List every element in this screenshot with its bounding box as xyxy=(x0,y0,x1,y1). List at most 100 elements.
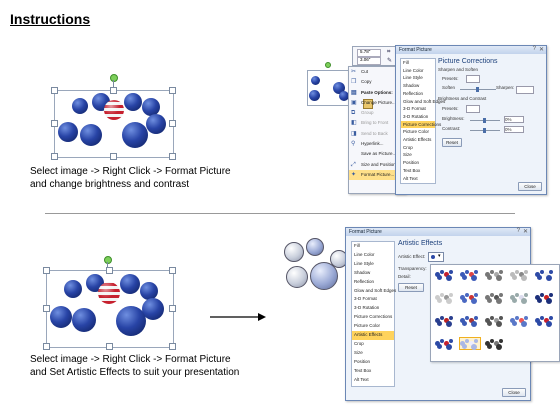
artistic-effect-thumbnail[interactable] xyxy=(459,337,481,350)
category-item[interactable]: Shadow xyxy=(403,83,420,89)
category-item[interactable]: Line Style xyxy=(354,260,374,266)
rotation-handle[interactable] xyxy=(104,256,112,264)
category-item[interactable]: Position xyxy=(354,358,371,364)
category-item[interactable]: Size xyxy=(354,349,363,355)
menu-item-cut[interactable]: ✂Cut xyxy=(349,67,405,77)
category-item[interactable]: Fill xyxy=(354,243,360,248)
category-item[interactable]: Shadow xyxy=(354,269,371,275)
presets-dropdown-2[interactable] xyxy=(466,105,480,113)
help-icon[interactable]: ? xyxy=(532,46,536,52)
category-item[interactable]: 3-D Format xyxy=(403,106,426,112)
step1-image[interactable] xyxy=(50,74,176,160)
menu-item-hyperlink[interactable]: ⚲Hyperlink... xyxy=(349,139,405,149)
slider-knob[interactable] xyxy=(483,128,486,133)
slider-knob[interactable] xyxy=(476,87,479,92)
category-item[interactable]: Picture Corrections xyxy=(354,314,393,320)
category-item[interactable]: Crop xyxy=(403,144,413,150)
artistic-effect-thumbnail[interactable] xyxy=(535,292,555,304)
category-item[interactable]: Alt Text xyxy=(403,175,418,181)
artistic-effect-thumbnail[interactable] xyxy=(485,338,505,350)
contrast-value[interactable]: 0% xyxy=(504,126,524,133)
crop-icon[interactable]: ⌗ xyxy=(387,49,391,55)
menu-item-save-as-picture[interactable]: Save as Picture... xyxy=(349,149,405,159)
category-item[interactable]: Position xyxy=(403,160,420,166)
resize-handle-mr[interactable] xyxy=(169,305,176,312)
category-item[interactable]: Line Color xyxy=(354,251,375,257)
close-icon[interactable]: ✕ xyxy=(522,229,528,235)
close-button[interactable]: Close xyxy=(518,182,542,191)
artistic-effect-thumbnail[interactable] xyxy=(535,315,555,327)
category-item[interactable]: Line Color xyxy=(403,67,424,73)
resize-handle-tl[interactable] xyxy=(43,267,50,274)
artistic-effect-thumbnail[interactable] xyxy=(510,269,530,281)
artistic-effect-thumbnail[interactable] xyxy=(460,292,480,304)
step2-image[interactable] xyxy=(42,256,176,350)
category-item[interactable]: Reflection xyxy=(354,278,375,284)
help-icon[interactable]: ? xyxy=(516,228,520,234)
resize-handle-bl[interactable] xyxy=(51,153,58,160)
menu-item-format-picture[interactable]: ✦Format Picture... xyxy=(349,169,405,181)
resize-handle-tm[interactable] xyxy=(110,87,117,94)
category-item[interactable]: Fill xyxy=(403,60,409,65)
menu-item-copy[interactable]: ❐Copy xyxy=(349,77,405,87)
artistic-effect-dropdown[interactable]: ▾ xyxy=(428,252,444,262)
contrast-slider[interactable] xyxy=(470,128,500,133)
presets-dropdown[interactable] xyxy=(466,75,480,83)
category-item[interactable]: Line Style xyxy=(403,75,423,81)
resize-handle-tr[interactable] xyxy=(169,267,176,274)
resize-handle-ml[interactable] xyxy=(43,305,50,312)
artistic-effect-thumbnail[interactable] xyxy=(460,315,480,327)
reset-button[interactable]: Reset xyxy=(398,283,424,292)
resize-handle-bm[interactable] xyxy=(110,153,117,160)
sharpen-slider[interactable] xyxy=(460,87,496,92)
category-item[interactable]: Glow and Soft Edges xyxy=(354,287,397,293)
brightness-slider[interactable] xyxy=(470,118,500,123)
category-item[interactable]: Artistic Effects xyxy=(403,137,432,143)
artistic-effect-thumbnail[interactable] xyxy=(435,269,455,281)
artistic-effect-thumbnail[interactable] xyxy=(435,315,455,327)
slider-knob[interactable] xyxy=(483,118,486,123)
resize-handle-br[interactable] xyxy=(169,153,176,160)
resize-handle-bm[interactable] xyxy=(106,343,113,350)
category-item[interactable]: Reflection xyxy=(403,90,424,96)
rotation-handle[interactable] xyxy=(110,74,118,82)
brightness-value[interactable]: 0% xyxy=(504,116,524,123)
category-item[interactable]: Glow and Soft Edges xyxy=(403,98,446,104)
category-item[interactable]: Picture Color xyxy=(354,323,381,329)
brush-icon[interactable]: ✎ xyxy=(387,58,393,64)
category-item[interactable]: 3-D Format xyxy=(354,296,377,302)
artistic-effect-thumbnail[interactable] xyxy=(535,269,555,281)
artistic-effect-thumbnail[interactable] xyxy=(435,338,455,350)
resize-handle-tm[interactable] xyxy=(106,267,113,274)
artistic-effect-thumbnail[interactable] xyxy=(510,292,530,304)
category-item[interactable]: Artistic Effects xyxy=(352,331,394,340)
resize-handle-ml[interactable] xyxy=(51,120,58,127)
menu-item-size-and-position[interactable]: ⤢Size and Position... xyxy=(349,160,405,170)
category-item[interactable]: Crop xyxy=(354,340,364,346)
artistic-effect-thumbnail[interactable] xyxy=(485,292,505,304)
menu-item-send-to-back[interactable]: ◨Send to Back xyxy=(349,129,405,139)
close-icon[interactable]: ✕ xyxy=(538,47,544,53)
resize-handle-br[interactable] xyxy=(169,343,176,350)
artistic-effect-thumbnail[interactable] xyxy=(510,315,530,327)
artistic-effect-thumbnail[interactable] xyxy=(460,269,480,281)
paste-option-icon[interactable] xyxy=(363,98,373,109)
resize-handle-tl[interactable] xyxy=(51,87,58,94)
resize-handle-bl[interactable] xyxy=(43,343,50,350)
height-field[interactable]: 5.78" xyxy=(357,49,381,57)
close-button[interactable]: Close xyxy=(502,388,526,397)
menu-item-bring-to-front[interactable]: ◧Bring to Front xyxy=(349,118,405,128)
category-item[interactable]: Picture Corrections xyxy=(401,120,442,129)
reset-button[interactable]: Reset xyxy=(442,138,462,147)
width-field[interactable]: 3.06" xyxy=(357,57,381,65)
category-item[interactable]: 3-D Rotation xyxy=(354,305,380,311)
category-item[interactable]: 3-D Rotation xyxy=(403,113,429,119)
category-item[interactable]: Size xyxy=(403,152,412,158)
artistic-effect-thumbnail[interactable] xyxy=(485,269,505,281)
menu-item-group[interactable]: ⧉Group xyxy=(349,108,405,118)
category-item[interactable]: Text Box xyxy=(403,167,421,173)
menu-item-change-picture[interactable]: ▣Change Picture... xyxy=(349,98,405,108)
sharpen-field[interactable] xyxy=(516,86,534,94)
artistic-effect-thumbnail[interactable] xyxy=(485,315,505,327)
category-item[interactable]: Alt Text xyxy=(354,376,369,382)
